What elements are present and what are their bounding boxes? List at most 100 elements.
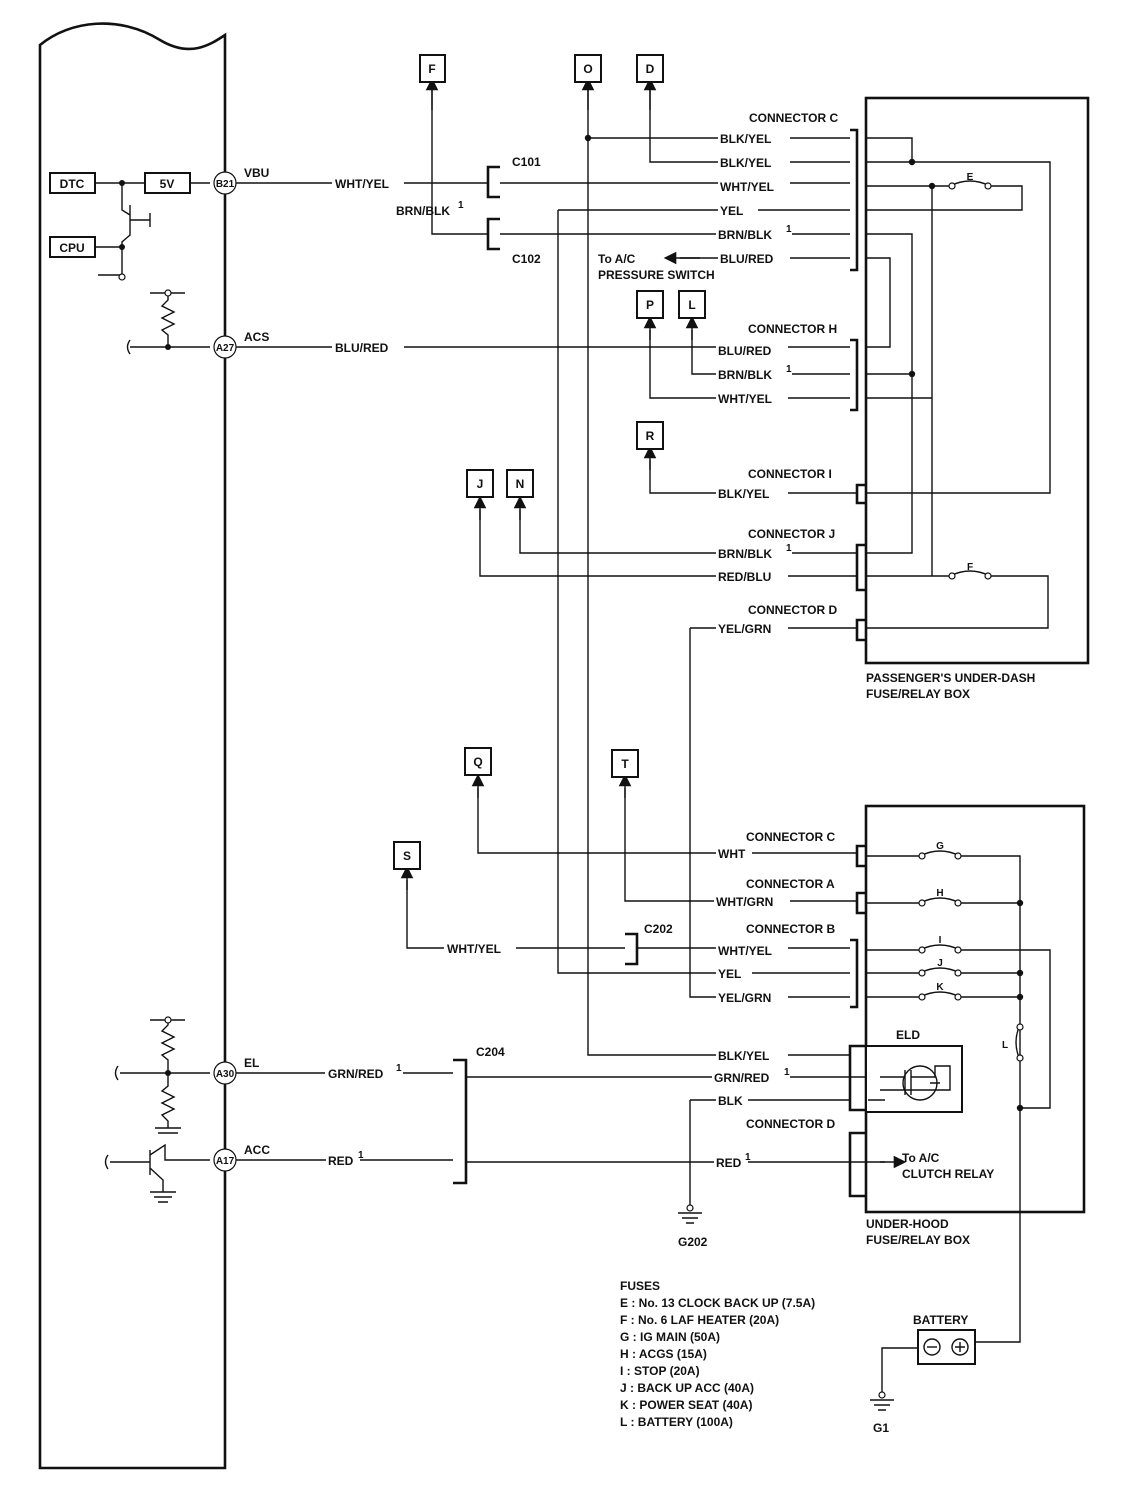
wire-c-4: YEL xyxy=(720,204,743,218)
wire-c-2: BLK/YEL xyxy=(720,156,771,170)
sup-6: 1 xyxy=(396,1063,402,1074)
conn-c-label: CONNECTOR C xyxy=(749,111,838,125)
pin-el-name: EL xyxy=(244,1056,259,1070)
fuses-symbols: E F G H I J K L xyxy=(918,172,1024,1062)
underhood-box-label-1: UNDER-HOOD xyxy=(866,1217,949,1231)
wire-acc: RED xyxy=(328,1154,354,1168)
fuse-legend-l: L : BATTERY (100A) xyxy=(620,1415,733,1429)
ref-f: F xyxy=(428,62,435,76)
ac-clutch-note-1: To A/C xyxy=(902,1151,940,1165)
wire-f-brn-blk: BRN/BLK xyxy=(396,204,450,218)
ref-p: P xyxy=(646,298,654,312)
wire-ub-1: WHT/YEL xyxy=(718,944,772,958)
fuse-i-label: I xyxy=(939,935,942,946)
c202-label: C202 xyxy=(644,922,673,936)
sup-2: 1 xyxy=(786,224,792,235)
wire-s: WHT/YEL xyxy=(447,942,501,956)
ref-arrows xyxy=(400,77,907,1169)
wire-eld-1: BLK/YEL xyxy=(718,1049,769,1063)
ref-s: S xyxy=(403,849,411,863)
conn-h-label: CONNECTOR H xyxy=(748,322,837,336)
wire-ua-1: WHT/GRN xyxy=(716,895,773,909)
pin-acc-name: ACC xyxy=(244,1143,270,1157)
wires xyxy=(236,90,1051,1392)
fuse-legend-g: G : IG MAIN (50A) xyxy=(620,1330,720,1344)
ground-symbols xyxy=(678,1204,894,1411)
wire-c-6: BLU/RED xyxy=(720,252,774,266)
battery xyxy=(917,1329,976,1365)
wire-c-3: WHT/YEL xyxy=(720,180,774,194)
dtc-label: DTC xyxy=(60,177,85,191)
wire-ub-2: YEL xyxy=(718,967,741,981)
battery-label: BATTERY xyxy=(913,1313,968,1327)
wire-d-1: YEL/GRN xyxy=(718,622,771,636)
ac-clutch-note-2: CLUTCH RELAY xyxy=(902,1167,994,1181)
underhood-box-label-2: FUSE/RELAY BOX xyxy=(866,1233,970,1247)
wire-j-2: RED/BLU xyxy=(718,570,771,584)
wire-uc-1: WHT xyxy=(718,847,746,861)
passenger-box-label-1: PASSENGER'S UNDER-DASH xyxy=(866,671,1035,685)
fuse-legend-k: K : POWER SEAT (40A) xyxy=(620,1398,752,1412)
conn-ub-label: CONNECTOR B xyxy=(746,922,835,936)
sup-5: 1 xyxy=(784,1067,790,1078)
reference-boxes: F O D P L R J N Q T S xyxy=(393,54,706,870)
fuse-j-label: J xyxy=(937,958,943,969)
conn-i-label: CONNECTOR I xyxy=(748,467,832,481)
ref-o: O xyxy=(583,62,592,76)
cpu-label: CPU xyxy=(59,241,84,255)
g1-label: G1 xyxy=(873,1421,889,1435)
eld-module: ELD xyxy=(865,1028,963,1113)
pin-a17-label: A17 xyxy=(216,1156,235,1167)
fuse-legend-h: H : ACGS (15A) xyxy=(620,1347,707,1361)
wire-vbu: WHT/YEL xyxy=(335,177,389,191)
wire-el: GRN/RED xyxy=(328,1067,384,1081)
wire-acs: BLU/RED xyxy=(335,341,389,355)
wire-i-1: BLK/YEL xyxy=(718,487,769,501)
pin-b21-label: B21 xyxy=(216,179,235,190)
wire-eld-3: BLK xyxy=(718,1094,743,1108)
wire-c-1: BLK/YEL xyxy=(720,132,771,146)
wire-h-3: WHT/YEL xyxy=(718,392,772,406)
eld-label: ELD xyxy=(896,1028,920,1042)
wire-clutch: RED xyxy=(716,1156,742,1170)
conn-ud-label: CONNECTOR D xyxy=(746,1117,835,1131)
ac-pressure-note-2: PRESSURE SWITCH xyxy=(598,268,715,282)
ecm-pins: B21 A27 A30 A17 VBU ACS EL ACC xyxy=(213,166,270,1172)
passenger-fuse-box xyxy=(864,96,1090,665)
ref-q: Q xyxy=(473,755,482,769)
ref-d: D xyxy=(646,62,655,76)
conn-j-label: CONNECTOR J xyxy=(748,527,835,541)
ref-l: L xyxy=(688,298,695,312)
sup-1: 1 xyxy=(458,200,464,211)
fuse-h-label: H xyxy=(936,888,943,899)
fuse-l-label: L xyxy=(1002,1040,1008,1051)
fuses-heading: FUSES xyxy=(620,1279,660,1293)
ref-j: J xyxy=(477,477,484,491)
sup-4: 1 xyxy=(786,543,792,554)
fuse-legend-e: E : No. 13 CLOCK BACK UP (7.5A) xyxy=(620,1296,815,1310)
fuse-legend-i: I : STOP (20A) xyxy=(620,1364,700,1378)
passenger-box-label-2: FUSE/RELAY BOX xyxy=(866,687,970,701)
sup-3: 1 xyxy=(786,364,792,375)
c102-label: C102 xyxy=(512,252,541,266)
ref-t: T xyxy=(621,757,629,771)
fuse-legend-j: J : BACK UP ACC (40A) xyxy=(620,1381,754,1395)
wire-ub-3: YEL/GRN xyxy=(718,991,771,1005)
ac-pressure-note-1: To A/C xyxy=(598,252,636,266)
c101-label: C101 xyxy=(512,155,541,169)
fuses-legend: FUSES E : No. 13 CLOCK BACK UP (7.5A) F … xyxy=(620,1279,815,1429)
fuse-k-label: K xyxy=(936,982,944,993)
fuse-f-label: F xyxy=(967,562,973,573)
wire-j-1: BRN/BLK xyxy=(718,547,772,561)
underhood-fuse-box xyxy=(864,804,1086,1214)
wire-h-1: BLU/RED xyxy=(718,344,772,358)
connector-labels: C101 C102 C202 C204 CONNECTOR C CONNECTO… xyxy=(476,111,838,1131)
conn-uc-label: CONNECTOR C xyxy=(746,830,835,844)
ecm-outline xyxy=(38,22,227,1470)
pin-a30-label: A30 xyxy=(216,1069,235,1080)
pin-a27-label: A27 xyxy=(216,343,235,354)
sup-7: 1 xyxy=(358,1150,364,1161)
sup-8: 1 xyxy=(745,1152,751,1163)
junction-dots xyxy=(584,134,1024,1112)
